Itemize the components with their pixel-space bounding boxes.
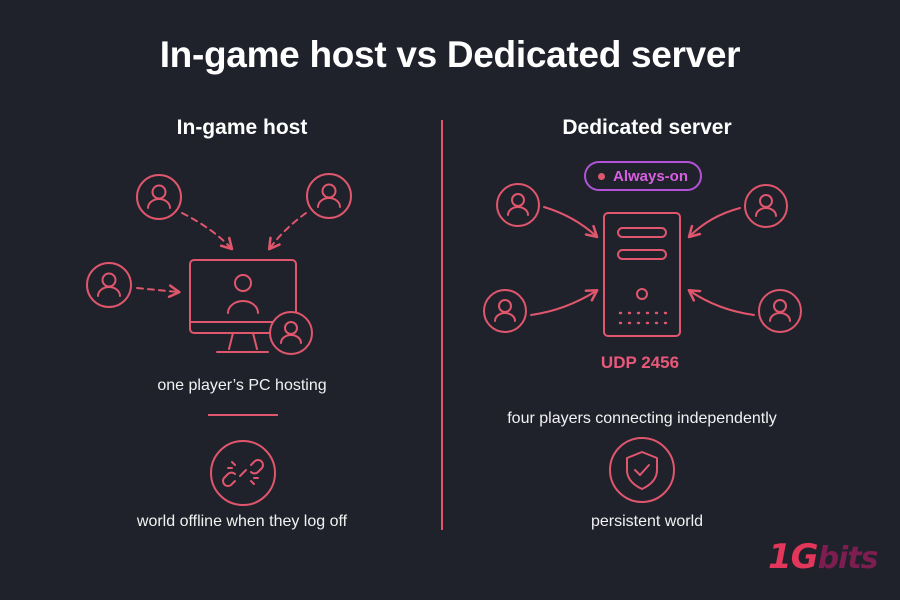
dedicated-server-heading: Dedicated server: [562, 116, 732, 139]
user-icon: [483, 289, 527, 333]
arrow: [687, 207, 741, 239]
brand-logo: 1Gbits: [768, 537, 879, 577]
always-on-label: Always-on: [612, 167, 688, 185]
caption-players: four players connecting independently: [507, 410, 777, 427]
arrow: [543, 206, 599, 239]
caption-persistent: persistent world: [590, 513, 704, 530]
arrow: [687, 288, 755, 316]
broken-link-icon: [210, 440, 276, 506]
user-icon: [306, 173, 352, 219]
always-on-badge: Always-on: [584, 161, 702, 191]
server-icon: [603, 212, 681, 337]
user-icon: [269, 311, 313, 355]
logo-word: bits: [817, 541, 879, 576]
user-icon: [496, 183, 540, 227]
dashed-arrow: [181, 212, 234, 251]
logo-number: 1G: [768, 537, 819, 577]
user-icon: [86, 262, 132, 308]
port-label: UDP 2456: [600, 353, 680, 372]
dashed-arrow: [136, 284, 181, 299]
column-divider: [441, 120, 443, 530]
monitor-icon: [189, 259, 297, 353]
user-icon: [136, 174, 182, 220]
arrow: [530, 288, 599, 316]
caption-offline: world offline when they log off: [136, 513, 348, 530]
separator-rule: [208, 414, 278, 416]
in-game-host-heading: In-game host: [176, 116, 308, 139]
user-icon: [744, 184, 788, 228]
user-icon: [758, 289, 802, 333]
page-title: In-game host vs Dedicated server: [159, 34, 741, 75]
shield-check-icon: [609, 437, 675, 503]
caption-host: one player’s PC hosting: [157, 377, 327, 394]
dashed-arrow: [267, 212, 307, 251]
status-dot-icon: [597, 172, 605, 180]
